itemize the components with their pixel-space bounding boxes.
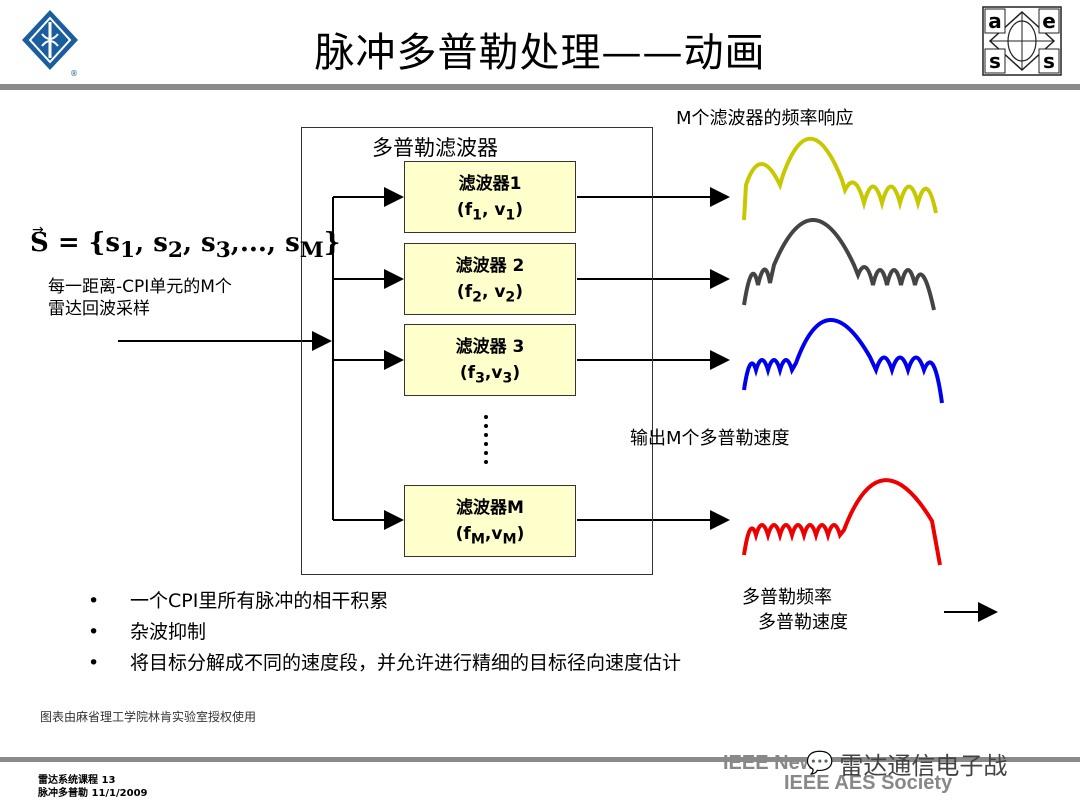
- svg-text:a: a: [988, 9, 1002, 33]
- input-desc-line-1: 每一距离-CPI单元的M个: [48, 277, 232, 297]
- axis-label-doppler-velocity: 多普勒速度: [758, 612, 848, 633]
- filter-params: (f2, v2): [456, 282, 524, 306]
- header-divider: [0, 84, 1080, 90]
- output-label: 输出M个多普勒速度: [630, 428, 790, 449]
- filter-params: (f1, v1): [456, 200, 524, 224]
- frequency-response-curves: [742, 136, 944, 566]
- response-curve-4: [742, 478, 942, 566]
- bullet-list: •一个CPI里所有脉冲的相干积累 •杂波抑制 •将目标分解成不同的速度段，并允许…: [88, 586, 681, 679]
- footer-divider: [0, 757, 1080, 762]
- filter-box-3: 滤波器 3 (f3,v3): [404, 324, 576, 396]
- footer-course-info: 雷达系统课程 13 脉冲多普勒 11/1/2009: [38, 774, 148, 800]
- svg-text:e: e: [1042, 9, 1056, 33]
- bullet-item: •将目标分解成不同的速度段，并允许进行精细的目标径向速度估计: [88, 652, 682, 674]
- aes-logo: a e s s: [982, 6, 1062, 76]
- chat-icon: 💬: [806, 751, 834, 776]
- bullet-item: •一个CPI里所有脉冲的相干积累: [88, 590, 389, 612]
- axis-label-doppler-freq: 多普勒频率: [742, 587, 832, 608]
- filter-name: 滤波器 3: [455, 337, 525, 357]
- footer-course: 雷达系统课程 13: [38, 775, 116, 786]
- doppler-filters-label: 多普勒滤波器: [372, 136, 498, 160]
- filter-box-2: 滤波器 2 (f2, v2): [404, 243, 576, 315]
- filter-params: (f3,v3): [459, 363, 521, 387]
- footer-subject: 脉冲多普勒 11/1/2009: [38, 788, 148, 799]
- freq-response-label: M个滤波器的频率响应: [676, 108, 854, 129]
- response-curve-3: [742, 318, 944, 404]
- watermark: 💬 雷达通信电子战: [806, 746, 1007, 781]
- svg-text:s: s: [1043, 49, 1055, 73]
- input-desc-line-2: 雷达回波采样: [48, 299, 150, 319]
- filter-box-1: 滤波器1 (f1, v1): [404, 161, 576, 233]
- filter-params: (fM,vM): [455, 524, 525, 548]
- doppler-filter-bank: [301, 127, 653, 575]
- ieee-logo: ®: [20, 8, 80, 78]
- response-curve-1: [742, 136, 938, 221]
- vector-arrow-accent: →: [32, 222, 44, 238]
- page-title: 脉冲多普勒处理——动画: [314, 30, 766, 76]
- credit-note: 图表由麻省理工学院林肯实验室授权使用: [40, 710, 257, 724]
- bullet-item: •杂波抑制: [88, 621, 207, 643]
- input-description: 每一距离-CPI单元的M个 雷达回波采样: [48, 276, 232, 320]
- response-curve-2: [742, 218, 936, 311]
- svg-text:s: s: [989, 49, 1001, 73]
- input-vector-formula: S = {s1, s2, s3,..., sM}: [30, 228, 341, 264]
- footer-ieee-line1: IEEE New: [723, 752, 816, 774]
- ellipsis-dots: [484, 415, 488, 464]
- filter-name: 滤波器 2: [455, 256, 525, 276]
- filter-name: 滤波器M: [456, 498, 524, 518]
- filter-name: 滤波器1: [458, 174, 522, 194]
- footer-ieee-line2: IEEE AES Society: [784, 772, 953, 794]
- watermark-text: 雷达通信电子战: [839, 752, 1008, 780]
- svg-text:®: ®: [70, 69, 78, 78]
- filter-box-m: 滤波器M (fM,vM): [404, 485, 576, 557]
